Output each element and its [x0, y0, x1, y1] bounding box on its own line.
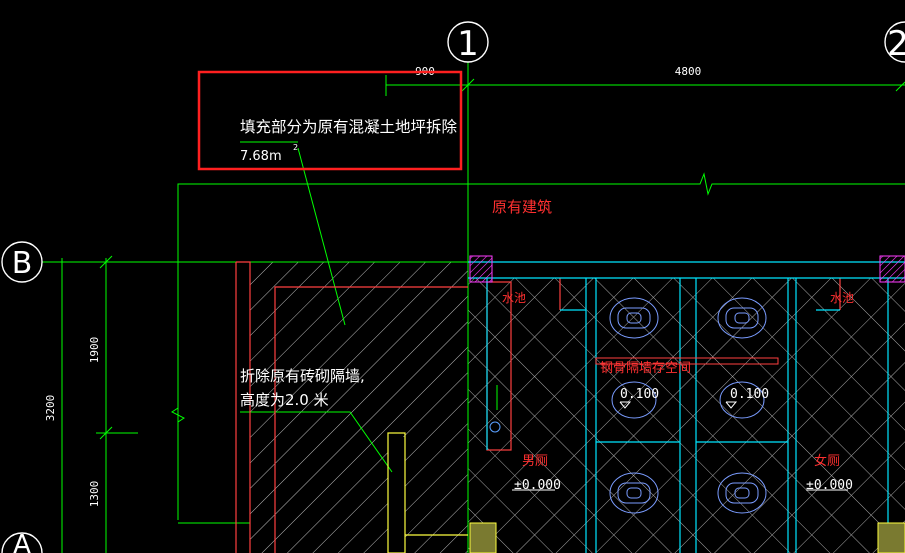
room-female-wc: 女厕 [814, 453, 840, 469]
grid-label-2: 2 [887, 24, 905, 64]
grid-label-1: 1 [457, 24, 479, 64]
wall-note-line1: 折除原有砖砌隔墙, [240, 367, 365, 385]
grid-label-a: A [13, 530, 31, 553]
grid-label-b: B [12, 246, 33, 281]
building-walls-cyan [468, 261, 905, 553]
grid-bubble-a: A [1, 530, 43, 553]
fill-area-sup: 2 [293, 143, 298, 152]
existing-building-label: 原有建筑 [492, 198, 552, 216]
room-water-right: 水池 [830, 291, 854, 305]
room-water-left: 水池 [502, 291, 526, 305]
dim-left-upper: 1900 [88, 337, 101, 364]
dim-left-total: 3200 [44, 395, 57, 422]
female-level: ±0.000 [806, 478, 853, 493]
toilet-fixture-1 [609, 297, 659, 339]
level-markers [512, 401, 848, 491]
pipe-fixture [489, 385, 501, 433]
dim-left-lower: 1300 [88, 481, 101, 508]
fill-note: 填充部分为原有混凝土地坪拆除 [240, 118, 458, 136]
partition-bar [595, 357, 779, 365]
column-top-left [469, 255, 493, 283]
dim-top-right: 4800 [675, 65, 702, 78]
demolish-walls [235, 261, 841, 553]
toilet-fixtures [609, 297, 767, 514]
column-top-right [879, 255, 905, 283]
existing-building-hatch [468, 278, 905, 553]
room-male-wc: 男厕 [522, 454, 548, 469]
floor-drain-1 [611, 381, 657, 419]
toilet-fixture-3 [609, 472, 659, 514]
toilet-fixture-4 [717, 472, 767, 514]
level-label-2: 0.100 [730, 387, 769, 402]
column-bottom-left [469, 522, 497, 553]
fill-area: 7.68m [240, 149, 282, 164]
column-bottom-right [877, 522, 905, 553]
grid-bubble-1: 1 [447, 21, 489, 64]
male-level: ±0.000 [514, 478, 561, 493]
highlight-box [197, 70, 463, 171]
room-partition-label: 钢骨隔墙存空间 [600, 361, 691, 376]
grid-bubble-b: B [1, 241, 43, 283]
toilet-fixture-2 [717, 297, 767, 339]
wall-note-line2: 高度为2.0 米 [240, 391, 329, 409]
removed-slab-hatch [250, 262, 468, 553]
partition-wall-yellow [387, 432, 468, 553]
grid-bubble-2: 2 [884, 21, 905, 64]
columns [469, 255, 905, 553]
floor-drain-2 [719, 381, 765, 419]
level-label-1: 0.100 [620, 387, 659, 402]
